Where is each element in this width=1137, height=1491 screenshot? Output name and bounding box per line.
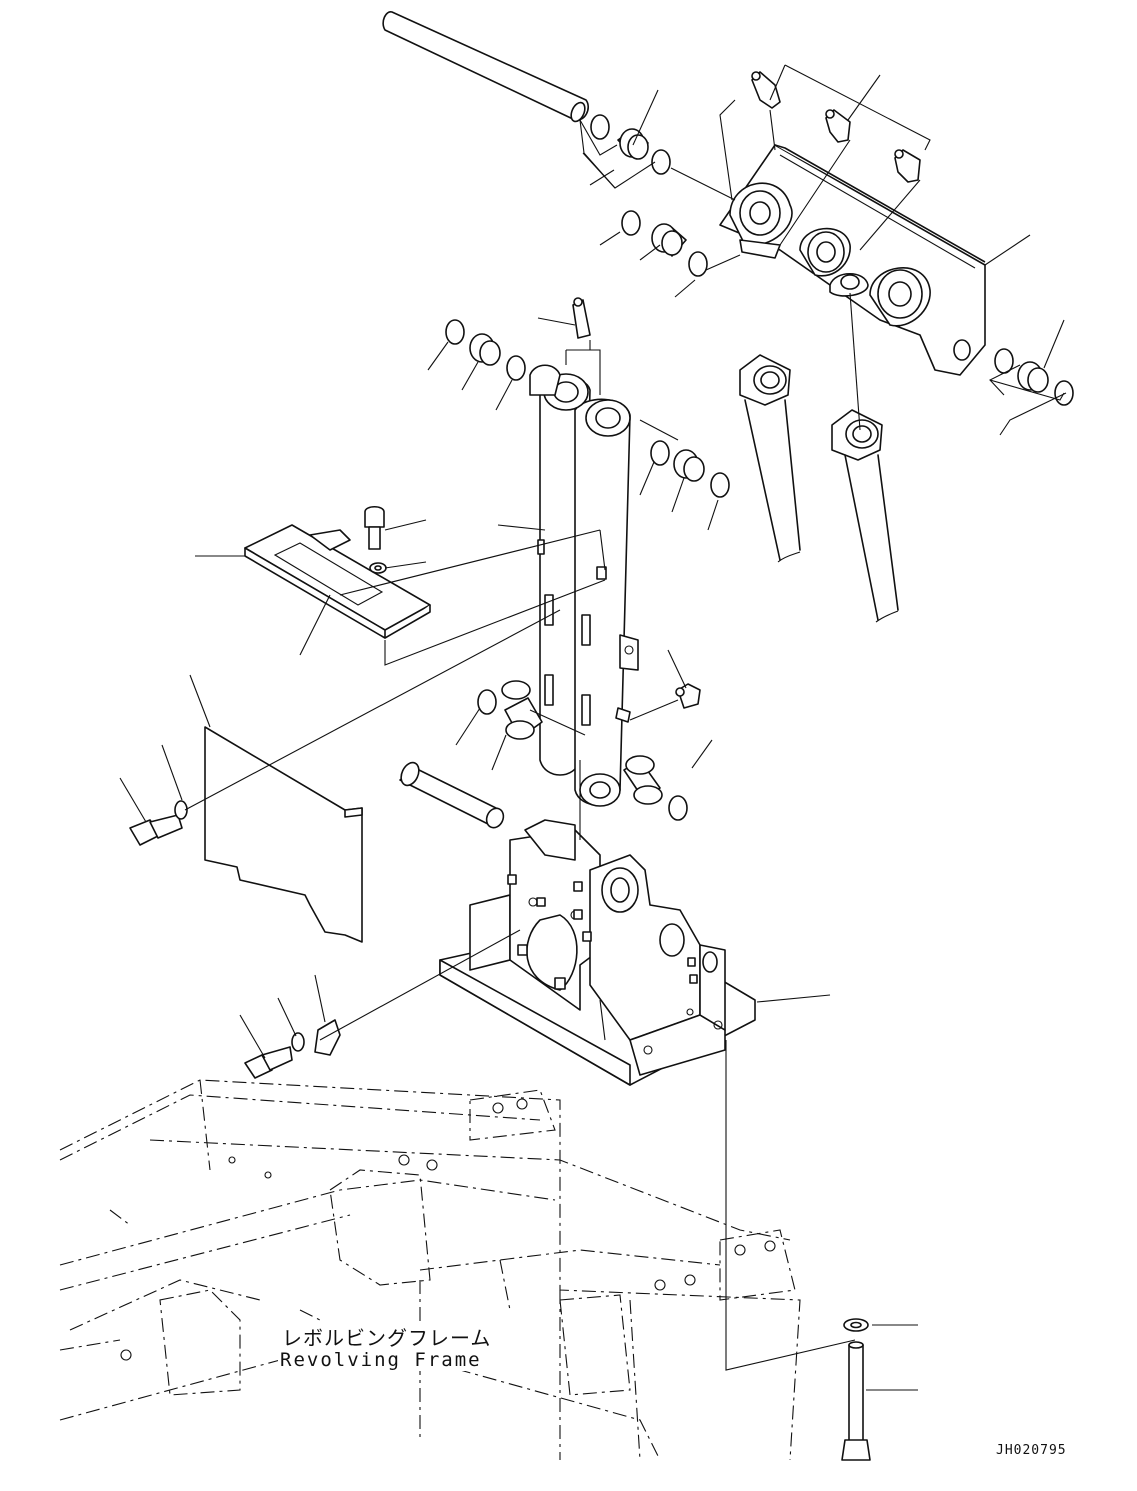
pin-long [383, 12, 588, 124]
fasteners [130, 507, 870, 1460]
revolving-frame-label-en: Revolving Frame [278, 1349, 484, 1371]
base-bracket [440, 820, 755, 1085]
cylinder-rods [740, 355, 898, 622]
step-plate-perforation [275, 543, 382, 605]
upper-bracket [720, 145, 985, 375]
bushings-seals [398, 115, 1073, 830]
assembly-lines [185, 65, 1064, 1370]
revolving-frame-label-jp: レボルビングフレーム [280, 1322, 494, 1351]
step-plate [245, 525, 430, 638]
link-arm [530, 365, 638, 806]
drawing-id: JH020795 [996, 1443, 1067, 1458]
revolving-frame [60, 1080, 800, 1460]
grease-fittings [573, 72, 920, 708]
cover-plate [205, 727, 362, 942]
leader-lines [120, 75, 1066, 1390]
